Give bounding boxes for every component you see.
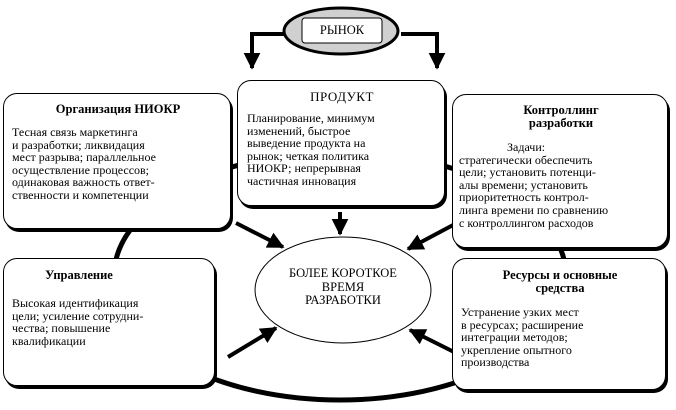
text-line: НИОКР; непрерывная — [247, 161, 361, 176]
title-line: Контроллинг — [523, 103, 599, 117]
arrow-resources-to-center — [408, 328, 455, 354]
market-arrow-right — [401, 32, 446, 70]
product-text: Планирование, минимум изменений, быстрое… — [247, 112, 375, 188]
management-text: Высокая идентификация цели; усиление сот… — [12, 297, 143, 347]
center-line: ВРЕМЯ — [321, 279, 365, 294]
text-line: производства — [461, 355, 530, 370]
niokr-title: Организация НИОКР — [55, 102, 181, 116]
controlling-box: Контроллинг разработки Задачи: стратегич… — [452, 94, 668, 248]
center-line: БОЛЕЕ КОРОТКОЕ — [289, 266, 397, 280]
text-line: Устранение узких мест — [461, 305, 579, 319]
text-line: линга времени по сравнению — [459, 202, 609, 217]
resources-text: Устранение узких мест в ресурсах; расшир… — [461, 306, 583, 369]
resources-box: Ресурсы и основные средства Устранение у… — [452, 258, 666, 390]
text-line: цели; усиление сотрудни- — [12, 308, 144, 323]
controlling-title: Контроллинг разработки — [453, 104, 669, 130]
market-label-frame — [301, 17, 383, 44]
text-line: Тесная связь маркетинга — [12, 125, 138, 139]
text-line: в ресурсах; расширение — [461, 317, 584, 332]
arrow-controlling-to-center — [406, 222, 456, 251]
text-line: чества; повышение — [12, 321, 111, 336]
management-box: Управление Высокая идентификация цели; у… — [3, 258, 215, 386]
management-title: Управление — [45, 268, 113, 282]
text-line: Задачи: — [507, 140, 546, 154]
text-line: изменений, быстрое — [247, 123, 351, 138]
text-line: квалификации — [12, 333, 86, 348]
product-box: ПРОДУКТ Планирование, минимум изменений,… — [237, 80, 445, 206]
text-line: Планирование, минимум — [247, 111, 375, 125]
arrow-management-to-center — [226, 326, 278, 359]
title-line: средства — [535, 281, 585, 295]
text-line: осуществление процессов; — [12, 162, 150, 177]
text-line: с контроллингом расходов — [459, 215, 594, 230]
text-line: Высокая идентификация — [12, 296, 139, 310]
text-line: одинаковая важность ответ- — [12, 175, 155, 190]
resources-title: Ресурсы и основные средства — [453, 269, 667, 295]
center-text: БОЛЕЕ КОРОТКОЕ ВРЕМЯ РАЗРАБОТКИ — [255, 266, 431, 308]
text-line: алы времени; установить — [459, 177, 588, 192]
text-line: ственности и компетенции — [12, 187, 149, 202]
niokr-box: Организация НИОКР Тесная связь маркетинг… — [3, 93, 231, 229]
arrow-niokr-to-center — [235, 221, 285, 249]
text-line: интеграции методов; — [461, 330, 568, 345]
text-line: стратегически обеспечить — [459, 152, 593, 167]
text-line: укрепление опытного — [461, 342, 572, 357]
text-line: частичная инновация — [247, 173, 357, 188]
title-line: разработки — [528, 116, 594, 130]
controlling-text: Задачи: стратегически обеспечить цели; у… — [459, 141, 665, 229]
product-title: ПРОДУКТ — [310, 89, 374, 104]
text-line: цели; установить потенци- — [459, 165, 596, 180]
title-line: Ресурсы и основные — [502, 268, 618, 282]
center-line: РАЗРАБОТКИ — [305, 293, 381, 307]
text-line: выведение продукта на — [247, 136, 366, 151]
market-label: РЫНОК — [319, 23, 365, 37]
market-arrow-left — [243, 32, 284, 70]
text-line: мест разрыва; параллельное — [12, 150, 156, 165]
text-line: приоритетность контрол- — [459, 190, 589, 205]
text-line: и разработки; ликвидация — [12, 137, 145, 152]
center-ellipse — [254, 236, 432, 344]
text-line: рынок; четкая политика — [247, 148, 370, 163]
niokr-text: Тесная связь маркетинга и разработки; ли… — [12, 126, 156, 202]
